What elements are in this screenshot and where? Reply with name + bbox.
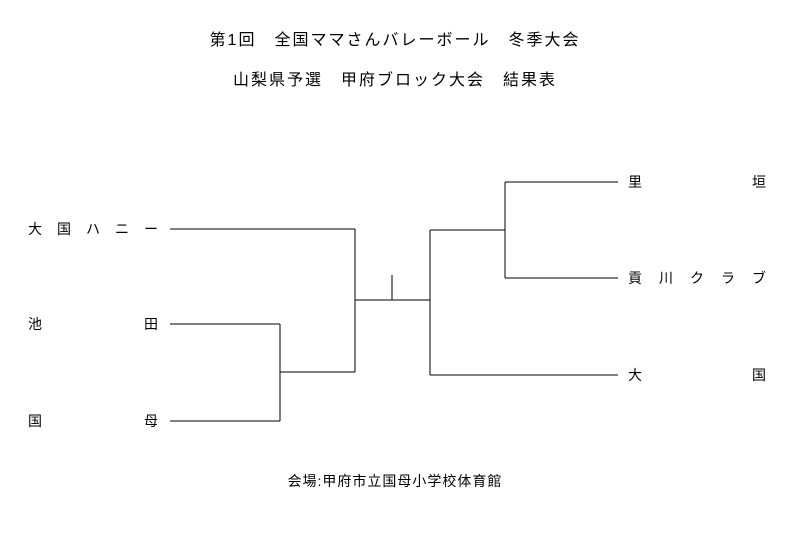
team-label-left-2: 池 田: [28, 316, 158, 332]
team-label-right-2: 貢 川 ク ラ ブ: [628, 270, 766, 286]
team-label-left-1: 大 国 ハ ニ ー: [28, 221, 158, 237]
tournament-subtitle: 山梨県予選 甲府ブロック大会 結果表: [232, 72, 557, 89]
tournament-title: 第1回 全国ママさんバレーボール 冬季大会: [209, 32, 581, 49]
team-label-right-3: 大 国: [628, 367, 766, 383]
team-label-left-3: 国 母: [28, 413, 158, 429]
team-label-right-1: 里 垣: [628, 174, 766, 190]
venue-text: 会場:甲府市立国母小学校体育館: [287, 473, 503, 489]
